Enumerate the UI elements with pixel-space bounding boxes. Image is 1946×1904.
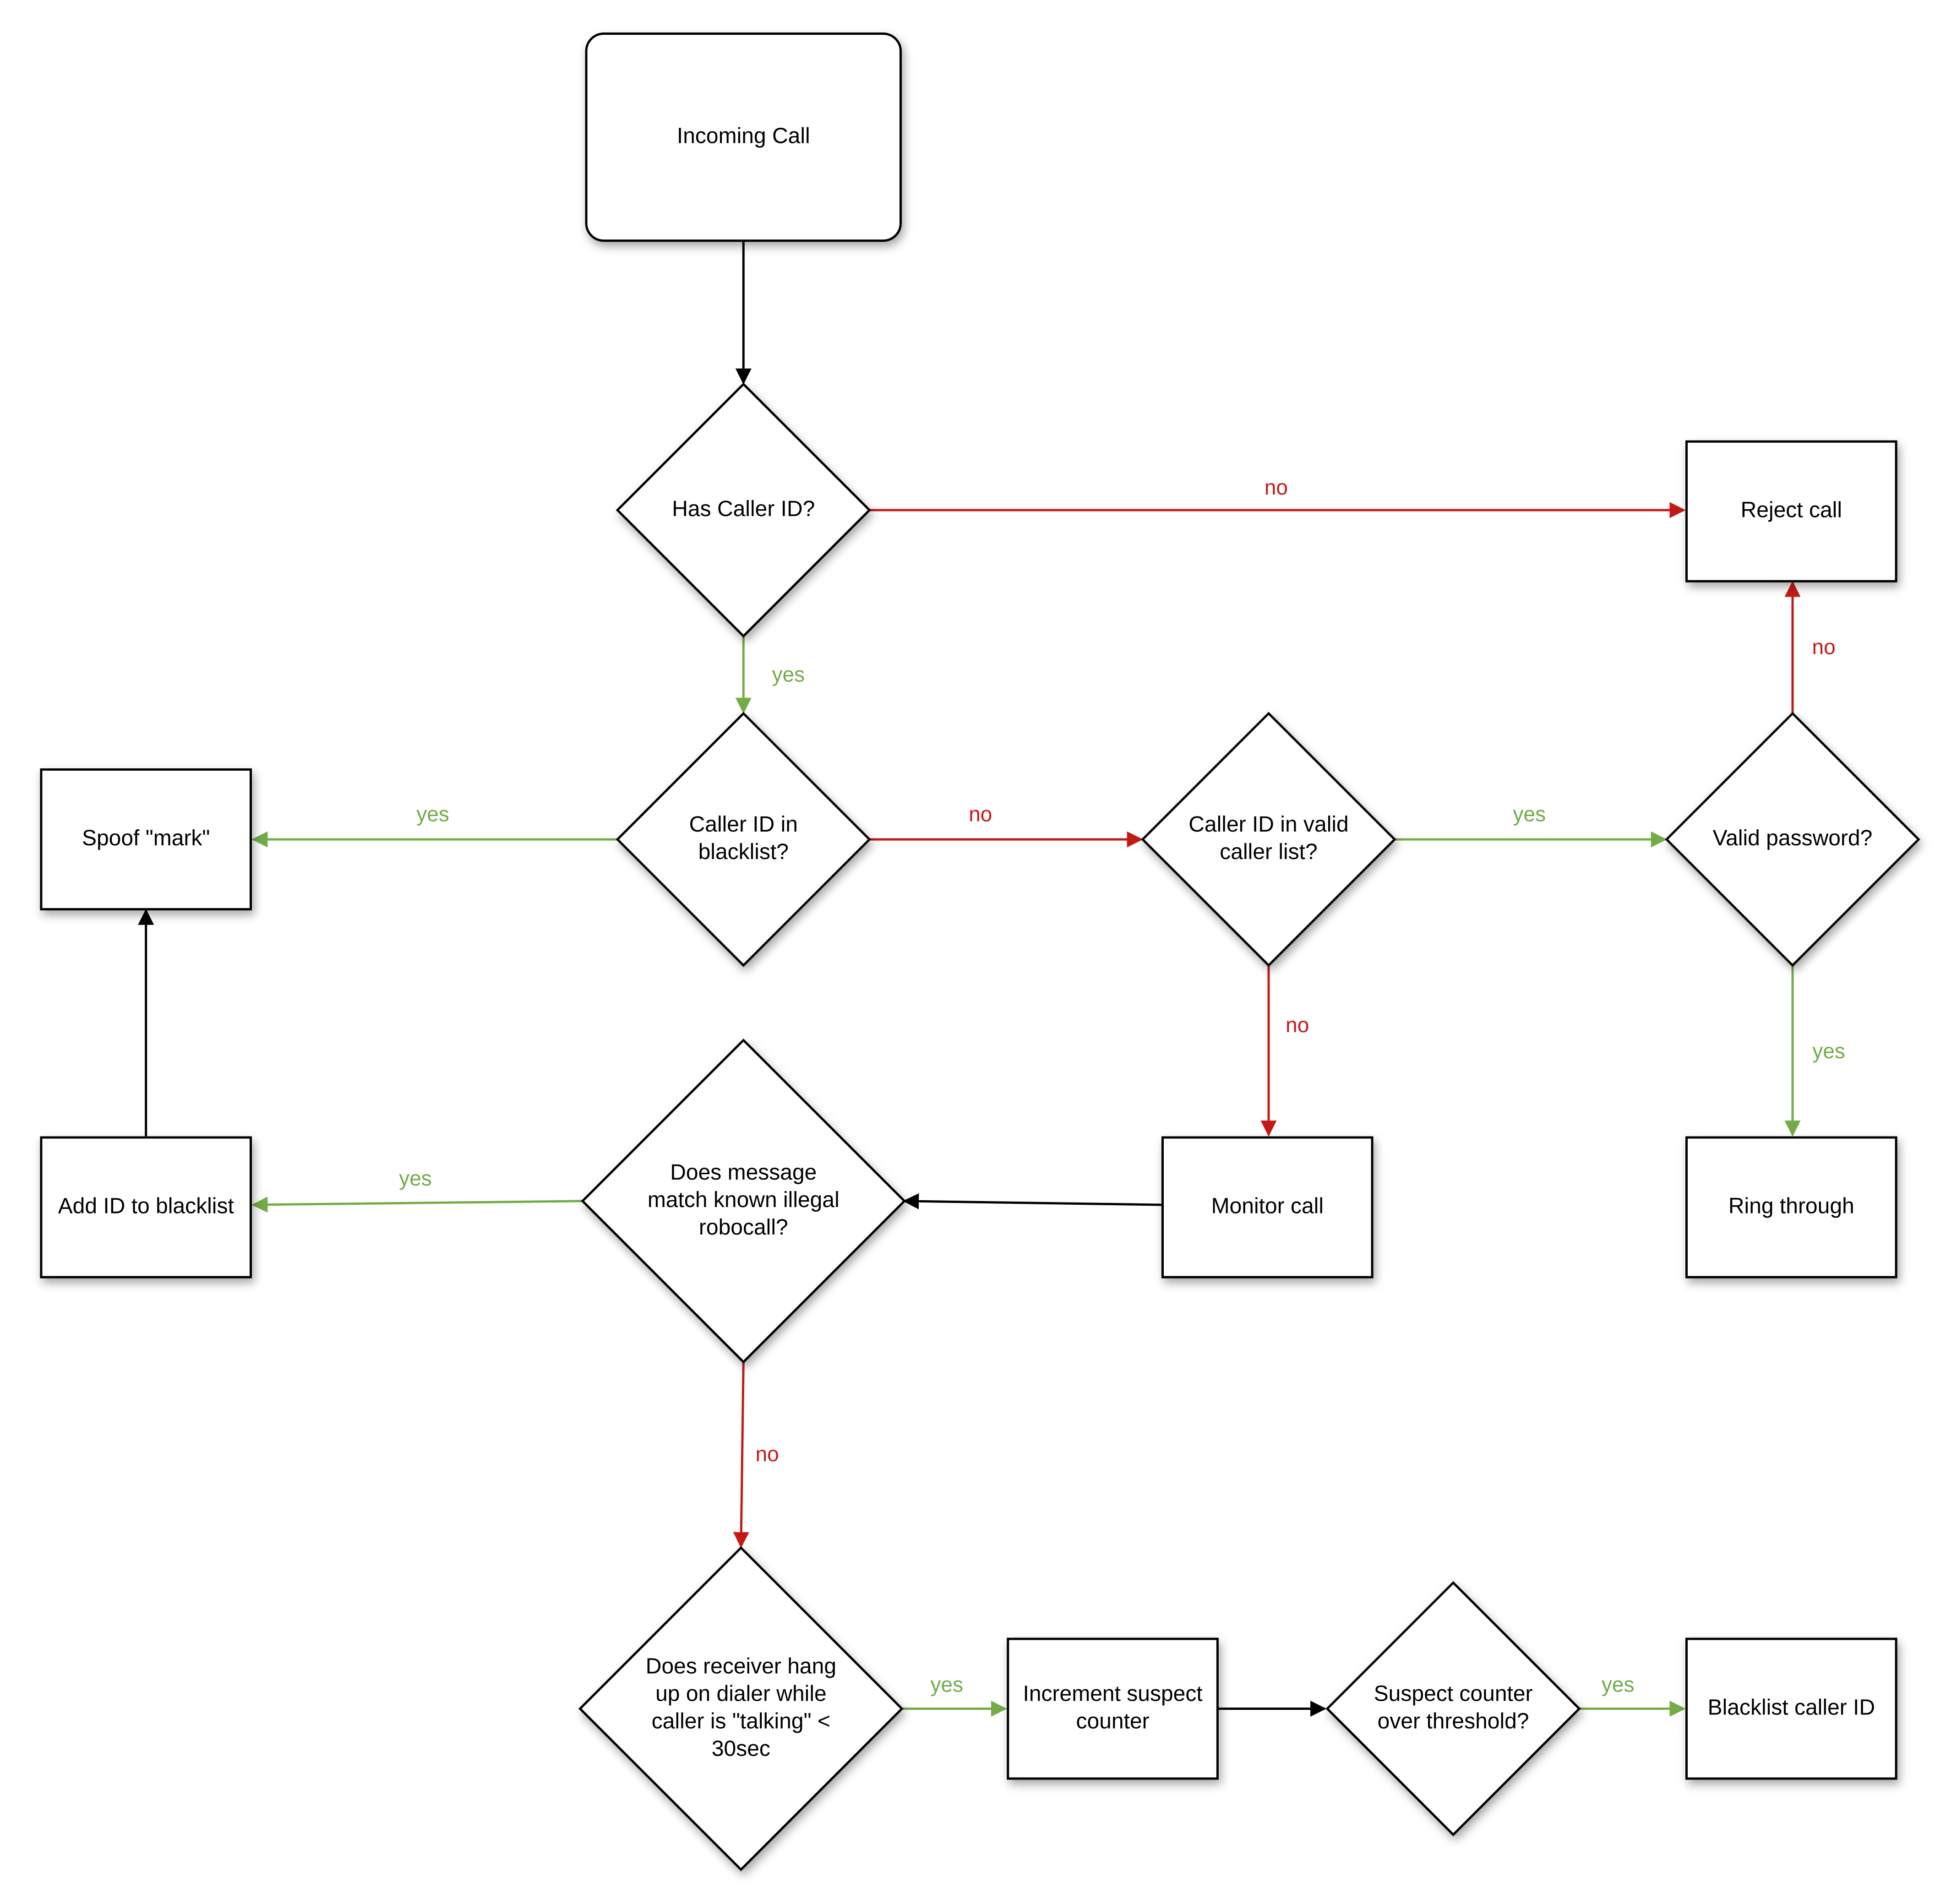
- spoof-mark-node: Spoof "mark": [40, 768, 252, 911]
- edge-label-password-yes: yes: [1812, 1039, 1845, 1063]
- edge-label-blacklist-no: no: [969, 802, 992, 826]
- ring-through-label: Ring through: [1728, 1194, 1854, 1218]
- edge-monitor-to-message: [903, 1193, 1161, 1209]
- reject-call-node: Reject call: [1685, 440, 1897, 582]
- edge-label-valid-list-no: no: [1286, 1013, 1309, 1037]
- increment-suspect-counter-box: [1007, 1637, 1219, 1780]
- incoming-call-node: Incoming Call: [585, 33, 902, 242]
- monitor-call-box: [1161, 1136, 1374, 1278]
- message-match-robocall-diamond: [581, 1039, 906, 1364]
- edge-label-has-caller-id-no: no: [1265, 475, 1288, 499]
- blacklist-caller-id-label: Blacklist caller ID: [1708, 1695, 1875, 1719]
- incoming-call-label: Incoming Call: [677, 124, 810, 148]
- caller-id-in-valid-list-diamond: [1141, 712, 1396, 967]
- valid-password-label: Valid password?: [1713, 826, 1873, 850]
- edge-label-valid-list-yes: yes: [1513, 802, 1546, 826]
- edge-label-message-no: no: [756, 1442, 779, 1466]
- edge-message-yes: [251, 1197, 583, 1213]
- valid-password-diamond: [1665, 712, 1920, 967]
- has-caller-id-node: Has Caller ID?: [616, 382, 871, 638]
- edge-label-blacklist-yes: yes: [416, 802, 449, 826]
- monitor-call-node: Monitor call: [1161, 1136, 1374, 1278]
- edge-label-password-no: no: [1812, 635, 1836, 658]
- incoming-call-box: [585, 33, 902, 242]
- edge-label-has-caller-id-yes: yes: [772, 662, 805, 686]
- blacklist-caller-id-node: Blacklist caller ID: [1685, 1637, 1897, 1780]
- spoof-mark-box: [40, 768, 252, 911]
- edge-message-no: [733, 1362, 749, 1548]
- has-caller-id-label: Has Caller ID?: [672, 497, 815, 521]
- edge-label-threshold-yes: yes: [1602, 1673, 1635, 1697]
- has-caller-id-diamond: [616, 382, 871, 638]
- suspect-counter-threshold-diamond: [1325, 1581, 1581, 1837]
- add-id-to-blacklist-label: Add ID to blacklist: [58, 1194, 234, 1218]
- reject-call-box: [1685, 440, 1897, 582]
- edge-label-message-yes: yes: [399, 1166, 432, 1190]
- valid-password-node: Valid password?: [1665, 712, 1920, 967]
- reject-call-label: Reject call: [1741, 498, 1842, 522]
- monitor-call-label: Monitor call: [1211, 1194, 1324, 1218]
- label-layer: no yes yes no yes no no yes yes no yes yes: [399, 475, 1845, 1697]
- edge-layer: [138, 240, 1801, 1717]
- spoof-mark-label: Spoof "mark": [82, 826, 210, 850]
- caller-id-in-blacklist-diamond: [616, 712, 871, 967]
- add-id-to-blacklist-box: [40, 1136, 252, 1278]
- ring-through-node: Ring through: [1685, 1136, 1897, 1278]
- add-id-to-blacklist-node: Add ID to blacklist: [40, 1136, 252, 1278]
- blacklist-caller-id-box: [1685, 1637, 1897, 1780]
- ring-through-box: [1685, 1136, 1897, 1278]
- receiver-hang-up-diamond: [578, 1546, 904, 1871]
- edge-label-hang-up-yes: yes: [931, 1673, 964, 1697]
